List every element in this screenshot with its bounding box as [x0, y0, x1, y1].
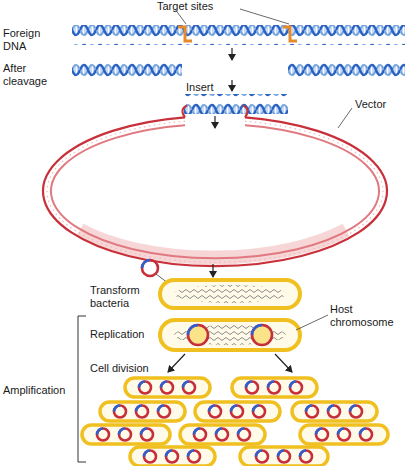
vector-strand — [43, 117, 387, 266]
illustration-part — [268, 382, 280, 394]
recombinant-plasmid — [142, 260, 158, 276]
step-arrow — [231, 80, 232, 91]
illustration-part — [188, 325, 262, 335]
text-label: Target sites — [157, 0, 237, 13]
illustration-part — [209, 406, 221, 418]
illustration-part — [144, 451, 156, 463]
illustration-part — [246, 382, 258, 394]
leader-line — [296, 315, 328, 330]
text-label: Amplification — [3, 384, 75, 397]
dna-fragment — [72, 62, 182, 82]
insert-segment — [142, 260, 150, 268]
leader-line — [338, 108, 352, 128]
text-label: Replication — [90, 328, 156, 341]
illustration-part — [316, 429, 328, 441]
target-site-mark — [178, 27, 192, 41]
text-label: Insert — [186, 81, 236, 94]
illustration-part — [141, 429, 153, 441]
illustration-part — [290, 382, 302, 394]
illustration-part — [130, 447, 215, 466]
illustration-part — [238, 429, 250, 441]
bracket — [78, 316, 86, 462]
illustration-part — [136, 406, 148, 418]
illustration-part — [278, 451, 290, 463]
illustration-part — [306, 406, 318, 418]
illustration-part — [328, 406, 340, 418]
vector-rungs — [47, 121, 383, 262]
illustration-part — [114, 406, 126, 418]
text-label: Cell division — [90, 362, 156, 375]
illustration-part — [300, 451, 312, 463]
text-label: After cleavage — [3, 62, 53, 88]
illustration-part — [180, 425, 265, 444]
illustration-part — [174, 285, 286, 303]
illustration-part — [183, 382, 195, 394]
bacterium — [160, 280, 300, 308]
illustration-part — [125, 378, 210, 397]
vector-sticky-end — [182, 105, 247, 117]
bacterium — [160, 320, 300, 350]
illustration-part — [300, 425, 388, 444]
illustration-part — [256, 451, 268, 463]
illustration-part — [195, 402, 280, 421]
illustration-part — [253, 406, 265, 418]
illustration-part — [119, 429, 131, 441]
illustration-part — [338, 429, 350, 441]
step-arrow — [231, 48, 232, 60]
illustration-part — [160, 280, 300, 308]
insert-fragment — [184, 94, 288, 114]
illustration-part — [97, 429, 109, 441]
illustration-part — [161, 382, 173, 394]
illustration-part — [188, 451, 200, 463]
step-arrow — [212, 264, 213, 277]
illustration-part — [194, 429, 206, 441]
vector-strand — [51, 125, 379, 258]
illustration-part — [82, 425, 170, 444]
text-label: Host chromosome — [330, 303, 396, 329]
illustration-part — [240, 447, 328, 466]
dna-fragment — [288, 62, 405, 82]
illustration-part — [231, 406, 243, 418]
illustration-part — [100, 402, 185, 421]
illustration-part — [360, 429, 372, 441]
illustration-part — [139, 382, 151, 394]
illustration-part — [174, 325, 286, 345]
foreign-dna-helix — [72, 25, 405, 45]
target-site-mark — [283, 27, 297, 41]
illustration-part — [158, 406, 170, 418]
bacteria-colony — [82, 378, 388, 466]
text-label: Transform bacteria — [90, 284, 150, 310]
step-arrow — [275, 354, 292, 372]
text-label: Vector — [355, 98, 405, 111]
illustration-part — [216, 429, 228, 441]
illustration-part — [160, 320, 300, 350]
illustration-part — [232, 378, 317, 397]
step-arrow — [214, 116, 215, 128]
illustration-part — [350, 406, 362, 418]
step-arrow — [168, 354, 185, 372]
illustration-part — [292, 402, 377, 421]
plasmid-copies — [97, 382, 372, 463]
illustration-part — [166, 451, 178, 463]
text-label: Foreign DNA — [3, 27, 49, 53]
